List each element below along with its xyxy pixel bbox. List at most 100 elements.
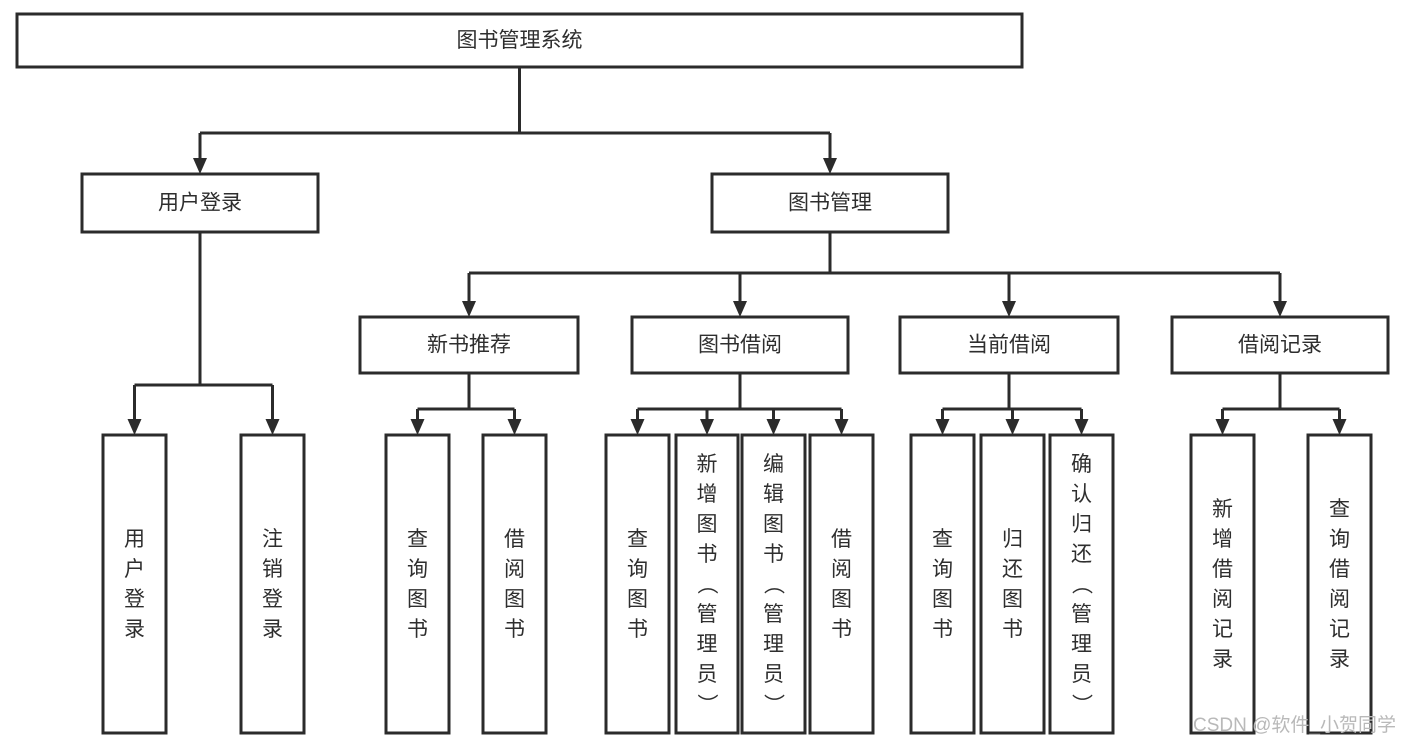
node-box-borrow-edit-book-admin[interactable] [740, 433, 807, 735]
svg-text:记: 记 [1329, 618, 1350, 641]
node-user-login-do[interactable]: 用户登录 [101, 433, 168, 735]
svg-text:认: 认 [1071, 483, 1092, 506]
svg-text:（: （ [1070, 574, 1093, 595]
node-box-current-confirm-return-admin[interactable] [1048, 433, 1115, 735]
node-box-record-query[interactable] [1306, 433, 1373, 735]
svg-text:增: 增 [697, 483, 718, 506]
svg-text:）: ） [695, 694, 718, 715]
arrow-head-icon [1002, 301, 1016, 317]
arrow-head-icon [265, 419, 280, 435]
node-borrow-record[interactable]: 借阅记录 [1170, 315, 1390, 375]
svg-text:辑: 辑 [763, 483, 784, 506]
svg-text:书: 书 [407, 618, 428, 641]
svg-text:借: 借 [831, 528, 852, 551]
svg-text:图: 图 [504, 588, 525, 611]
node-box-recommend-borrow-book[interactable] [481, 433, 548, 735]
svg-text:借: 借 [1212, 558, 1233, 581]
svg-text:阅: 阅 [1212, 588, 1233, 611]
svg-text:管: 管 [763, 603, 784, 626]
node-box-borrow-query-book[interactable] [604, 433, 671, 735]
node-box-current-return-book[interactable] [979, 433, 1046, 735]
node-box-root[interactable] [15, 12, 1024, 69]
svg-text:编: 编 [763, 453, 784, 476]
svg-text:书: 书 [1002, 618, 1023, 641]
node-box-record-add[interactable] [1189, 433, 1256, 735]
node-box-book-borrow[interactable] [630, 315, 850, 375]
arrow-head-icon [700, 419, 714, 435]
arrow-head-icon [823, 158, 837, 174]
node-new-book-recommend[interactable]: 新书推荐 [358, 315, 580, 375]
svg-text:还: 还 [1002, 558, 1023, 581]
node-book-borrow[interactable]: 图书借阅 [630, 315, 850, 375]
svg-text:理: 理 [1071, 633, 1092, 656]
svg-text:图: 图 [627, 588, 648, 611]
node-root[interactable]: 图书管理系统 [15, 12, 1024, 69]
node-box-book-management[interactable] [710, 172, 950, 234]
svg-text:查: 查 [932, 528, 953, 551]
svg-text:图: 图 [763, 513, 784, 536]
node-user-login[interactable]: 用户登录 [80, 172, 320, 234]
svg-text:借: 借 [504, 528, 525, 551]
svg-text:记: 记 [1212, 618, 1233, 641]
svg-text:查: 查 [627, 528, 648, 551]
node-box-user-logout[interactable] [239, 433, 306, 735]
node-box-user-login[interactable] [80, 172, 320, 234]
arrow-head-icon [410, 419, 425, 435]
node-box-borrow-add-book-admin[interactable] [674, 433, 740, 735]
svg-text:）: ） [1070, 694, 1093, 715]
svg-text:录: 录 [1212, 648, 1233, 671]
node-layer: 图书管理系统用户登录用户登录注销登录图书管理新书推荐查询图书借阅图书图书借阅查询… [15, 12, 1390, 735]
arrow-head-icon [935, 419, 950, 435]
svg-text:员: 员 [697, 663, 718, 686]
node-box-current-borrow[interactable] [898, 315, 1120, 375]
svg-text:查: 查 [1329, 498, 1350, 521]
svg-text:理: 理 [763, 633, 784, 656]
svg-text:登: 登 [262, 588, 283, 611]
svg-text:录: 录 [1329, 648, 1350, 671]
svg-text:（: （ [695, 574, 718, 595]
svg-text:员: 员 [1071, 663, 1092, 686]
svg-text:阅: 阅 [831, 558, 852, 581]
node-box-borrow-record[interactable] [1170, 315, 1390, 375]
arrow-head-icon [193, 158, 207, 174]
svg-text:查: 查 [407, 528, 428, 551]
svg-text:归: 归 [1002, 528, 1023, 551]
svg-text:登: 登 [124, 588, 145, 611]
svg-text:）: ） [762, 694, 785, 715]
node-label-book-borrow: 图书借阅 [698, 334, 782, 357]
node-box-user-login-do[interactable] [101, 433, 168, 735]
node-box-recommend-query-book[interactable] [384, 433, 451, 735]
svg-text:图: 图 [697, 513, 718, 536]
node-box-current-query-book[interactable] [909, 433, 976, 735]
svg-text:借: 借 [1329, 558, 1350, 581]
connector-layer [127, 67, 1347, 435]
node-current-borrow[interactable]: 当前借阅 [898, 315, 1120, 375]
node-box-borrow-borrow-book[interactable] [808, 433, 875, 735]
node-label-new-book-recommend: 新书推荐 [427, 334, 511, 357]
node-book-management[interactable]: 图书管理 [710, 172, 950, 234]
svg-text:书: 书 [504, 618, 525, 641]
node-box-new-book-recommend[interactable] [358, 315, 580, 375]
svg-text:录: 录 [124, 618, 145, 641]
svg-text:书: 书 [831, 618, 852, 641]
svg-text:管: 管 [697, 603, 718, 626]
